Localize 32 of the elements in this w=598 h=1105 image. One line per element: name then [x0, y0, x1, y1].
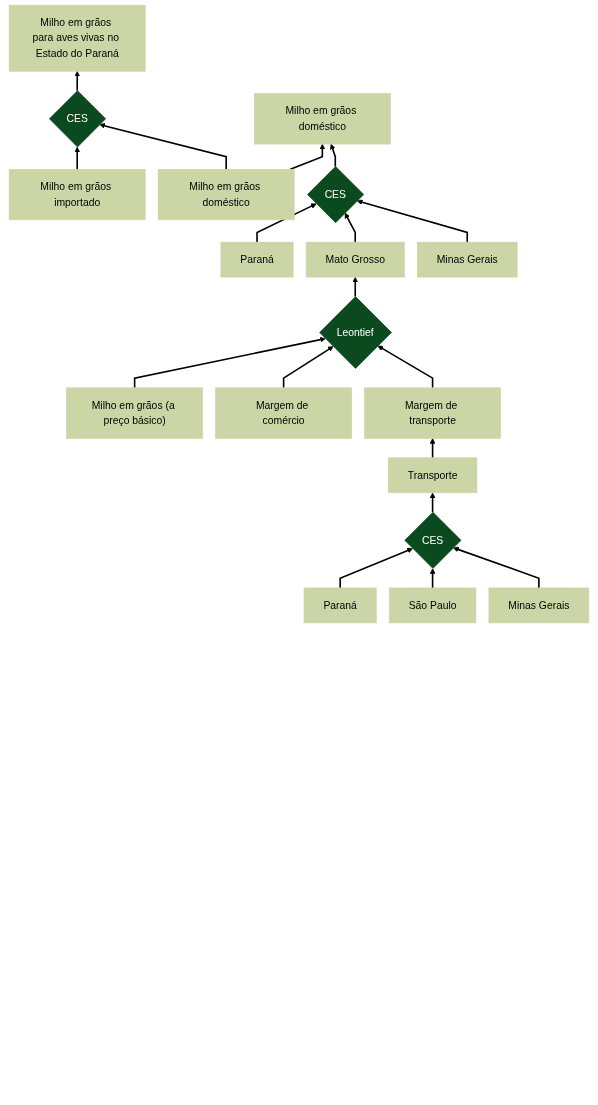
node-box: Margem de comércio: [215, 387, 352, 439]
arrow: [339, 547, 413, 589]
node-box: Transporte: [387, 457, 478, 494]
arrow: [289, 143, 326, 171]
node-box: Margem de transporte: [364, 387, 501, 439]
node-diamond: CES: [49, 90, 106, 148]
node-box: Paraná: [303, 587, 377, 624]
arrow: [453, 546, 540, 589]
node-box: Milho em grãos importado: [8, 168, 146, 221]
arrow: [282, 346, 334, 389]
arrow: [356, 199, 469, 243]
arrow: [377, 345, 434, 389]
node-box: São Paulo: [388, 587, 477, 624]
node-diamond: CES: [404, 511, 462, 569]
node-box: Minas Gerais: [416, 241, 518, 278]
arrow: [344, 212, 357, 243]
arrow: [352, 276, 359, 298]
node-diamond: CES: [307, 166, 365, 224]
node-box: Milho em grãos para aves vivas no Estado do Paraná: [8, 4, 146, 72]
arrow: [429, 568, 436, 589]
arrow: [99, 123, 227, 171]
node-box: Milho em grãos doméstico: [254, 93, 391, 145]
node-box: Minas Gerais: [488, 587, 590, 624]
arrow: [133, 336, 326, 389]
arrow: [74, 146, 81, 171]
node-box: Paraná: [220, 241, 294, 278]
node-box: Mato Grosso: [305, 241, 405, 278]
arrow: [74, 71, 81, 92]
node-box: Milho em grãos doméstico: [157, 168, 295, 221]
arrow: [329, 143, 337, 168]
node-box: Milho em grãos (a preço básico): [66, 387, 203, 439]
node-diamond: Leontief: [319, 296, 392, 369]
